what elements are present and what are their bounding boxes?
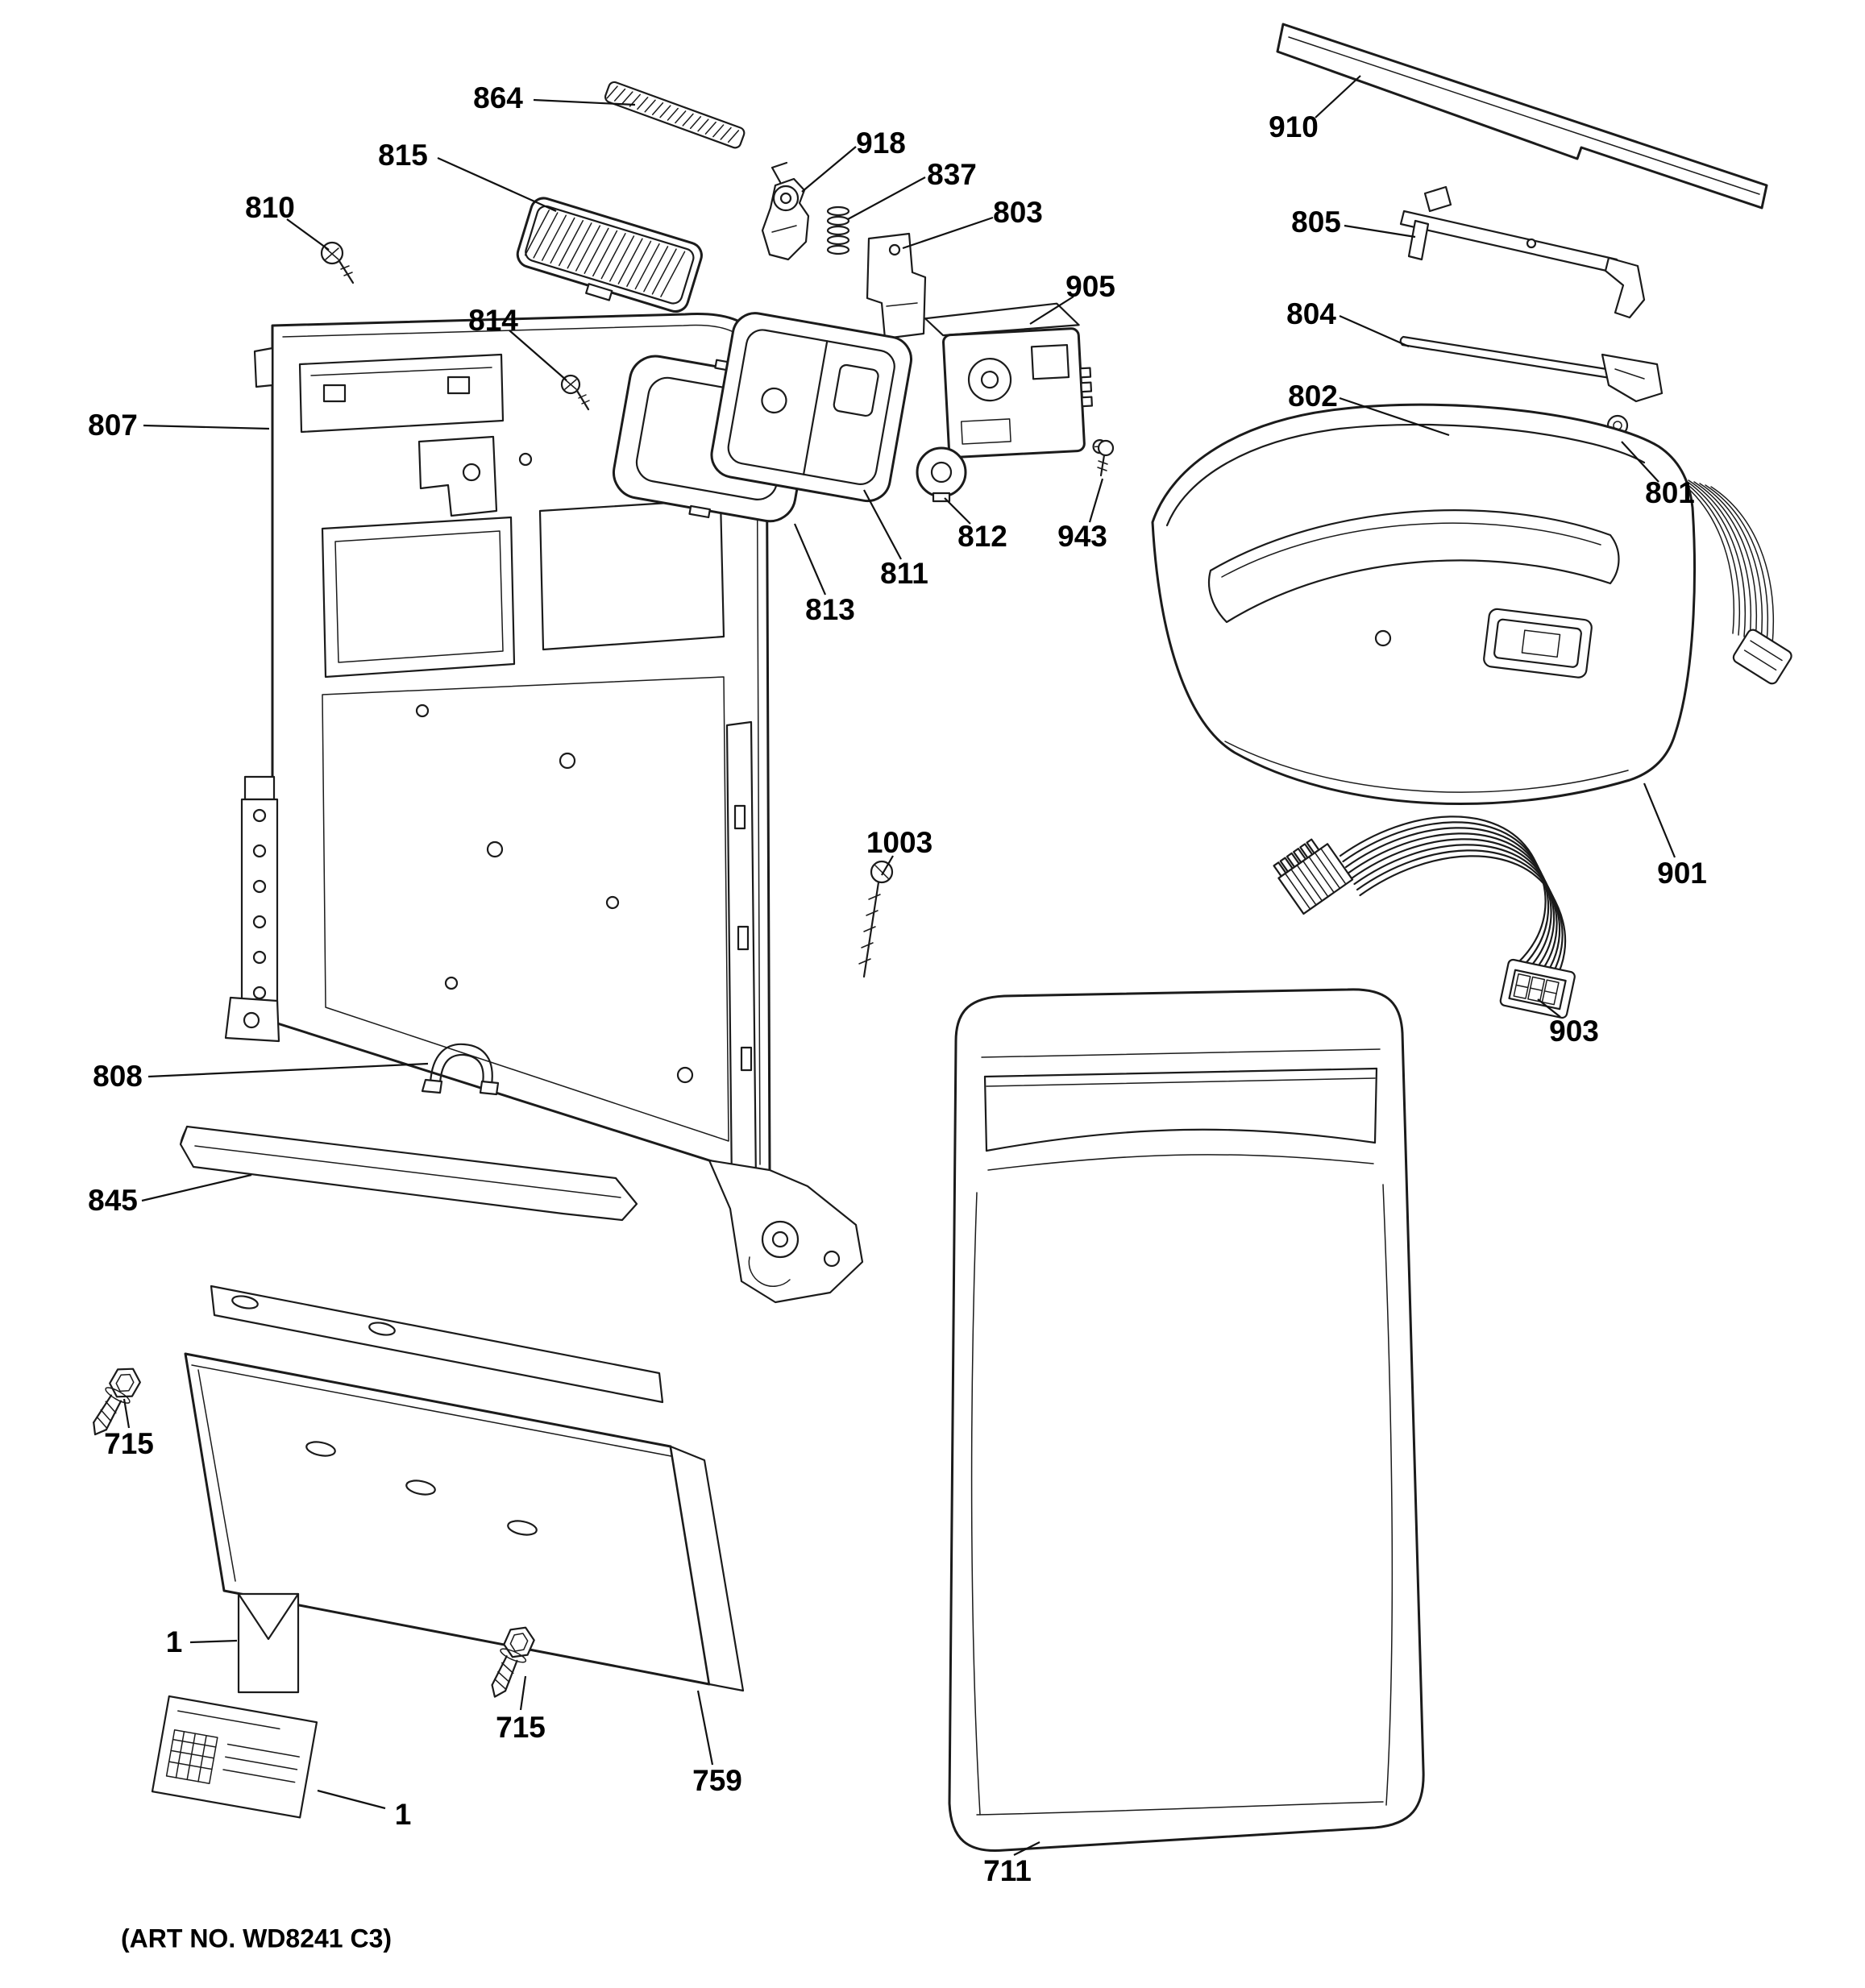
callout-814: 814 (468, 304, 518, 337)
callout-905: 905 (1065, 270, 1115, 303)
callout-943: 943 (1057, 520, 1107, 553)
callout-903: 903 (1549, 1015, 1599, 1048)
leader-lines (123, 75, 1676, 1856)
callout-864: 864 (473, 81, 523, 114)
part-903-ribbon-cable (1273, 816, 1576, 1019)
part-918-door-latch (761, 161, 810, 261)
callout-802: 802 (1288, 380, 1338, 413)
callout-811: 811 (880, 557, 928, 590)
part-805-bracket (1399, 185, 1646, 319)
part-811-dispenser-module (710, 312, 912, 503)
callout-715-lower: 715 (496, 1711, 546, 1744)
part-803-bracket (866, 232, 927, 340)
callout-910: 910 (1269, 110, 1319, 143)
part-812-cap-knob (916, 446, 967, 503)
callout-812: 812 (957, 520, 1007, 553)
part-943-screw (1097, 439, 1115, 477)
callout-901: 901 (1657, 857, 1707, 890)
callout-1-label: 1 (394, 1798, 412, 1831)
part-804-rod (1399, 335, 1664, 403)
callout-715-left: 715 (104, 1427, 154, 1460)
callout-711: 711 (983, 1854, 1032, 1887)
part-910-top-trim-strip (1276, 23, 1768, 210)
part-901-control-panel (1151, 403, 1792, 805)
callout-815: 815 (378, 139, 428, 172)
callout-813: 813 (805, 593, 855, 626)
part-845-trim-strip (179, 1125, 638, 1222)
part-1-literature-envelope (237, 1592, 300, 1694)
callout-808: 808 (93, 1060, 143, 1093)
callout-845: 845 (88, 1184, 138, 1217)
callout-1003: 1003 (866, 826, 933, 859)
part-711-outer-door-panel (948, 988, 1425, 1853)
part-815-vent-grille (516, 197, 703, 313)
part-1-energy-label (151, 1695, 318, 1819)
callout-803: 803 (993, 196, 1043, 229)
part-808-clip (421, 1043, 500, 1096)
part-759-access-panel (184, 1285, 745, 1692)
part-1003-screw (858, 860, 894, 978)
callout-801: 801 (1645, 476, 1695, 509)
callout-837: 837 (927, 158, 977, 191)
callout-759: 759 (692, 1764, 742, 1797)
part-864-vent-baffle (604, 81, 746, 149)
callout-807: 807 (88, 409, 138, 442)
art-number: (ART NO. WD8241 C3) (121, 1924, 393, 1953)
callout-805: 805 (1291, 205, 1341, 239)
callout-1-envelope: 1 (165, 1625, 183, 1658)
callout-804: 804 (1286, 297, 1336, 330)
callout-918: 918 (856, 127, 906, 160)
callout-810: 810 (245, 191, 295, 224)
part-837-spring (826, 205, 850, 255)
part-905-control-module (924, 302, 1107, 459)
part-807-inner-door-panel (224, 313, 864, 1304)
